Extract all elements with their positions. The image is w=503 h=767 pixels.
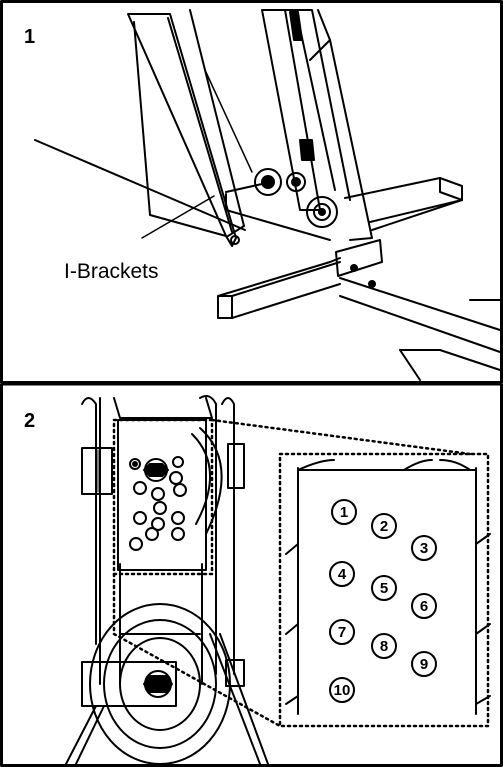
floor-line <box>34 139 246 231</box>
base-beam-right <box>344 177 463 223</box>
callout-pointer <box>141 195 215 239</box>
hole-label-2: 2 <box>380 518 388 535</box>
pulley-upper <box>254 168 282 196</box>
right-clamp <box>227 443 245 489</box>
hole-9 <box>411 651 437 677</box>
hole-label-1: 1 <box>340 504 348 521</box>
zoom-inset <box>278 452 490 728</box>
lower-clamp <box>81 661 177 707</box>
step-1-panel: 1 I-Brackets <box>0 0 503 384</box>
hole-10 <box>329 677 355 703</box>
hole-2 <box>371 513 397 539</box>
hole-label-10: 10 <box>334 682 351 699</box>
pulley-lower <box>306 196 338 228</box>
hole-7 <box>329 619 355 645</box>
hole-label-9: 9 <box>420 656 428 673</box>
hole-8 <box>371 633 397 659</box>
step-1-illustration <box>0 0 503 384</box>
hole-circles <box>329 499 437 703</box>
panel-1-border <box>0 0 503 384</box>
hole-4 <box>329 561 355 587</box>
step-number-1: 1 <box>24 26 36 48</box>
hole-labels: 1 2 3 4 5 6 7 8 9 10 <box>334 504 429 699</box>
beam-end-cap <box>217 295 233 319</box>
hole-label-4: 4 <box>338 566 347 583</box>
step-number-2: 2 <box>24 410 36 432</box>
hole-label-5: 5 <box>380 580 388 597</box>
hole-label-8: 8 <box>380 638 388 655</box>
hole-label-3: 3 <box>420 540 428 557</box>
step-2-illustration <box>0 384 503 767</box>
hole-6 <box>411 593 437 619</box>
hole-label-7: 7 <box>338 624 346 641</box>
hole-1 <box>331 499 357 525</box>
hole-label-6: 6 <box>420 598 428 615</box>
highlight-region <box>112 418 214 576</box>
step-2-panel: 2 1 2 3 4 5 6 7 8 9 10 <box>0 384 503 767</box>
hole-5 <box>371 575 397 601</box>
i-brackets-callout: I-Brackets <box>64 260 159 283</box>
center-block <box>335 239 383 277</box>
hole-3 <box>411 535 437 561</box>
panel-2-border <box>0 384 503 767</box>
left-clamp <box>81 447 113 495</box>
